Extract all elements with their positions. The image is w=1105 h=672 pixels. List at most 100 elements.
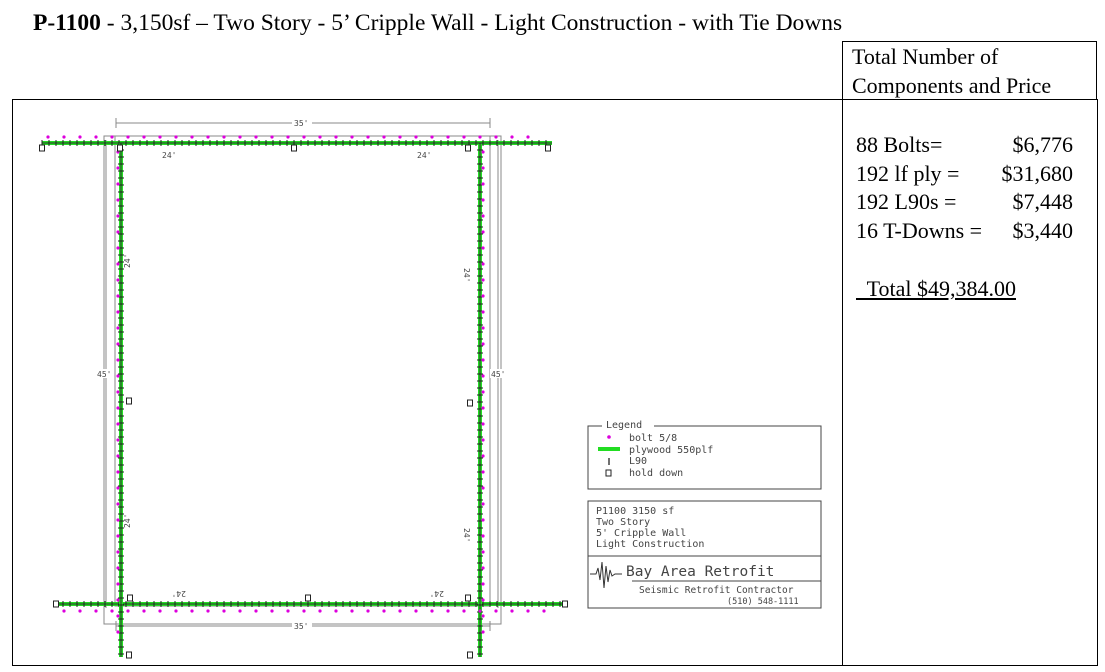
bolt-marker <box>481 342 485 346</box>
bolt-marker <box>116 454 120 458</box>
bolt-marker <box>190 135 194 139</box>
bolt-marker <box>116 326 120 330</box>
bolt-marker <box>116 534 120 538</box>
bolt-marker <box>462 609 466 613</box>
bolt-marker <box>366 609 370 613</box>
bolt-marker <box>494 135 498 139</box>
bolt-marker <box>462 135 466 139</box>
dim-bottom: 35' <box>294 622 308 631</box>
bolt-marker <box>398 135 402 139</box>
column-divider <box>842 99 843 666</box>
summary-heading: Total Number of Components and Price <box>852 42 1051 100</box>
bolt-marker <box>116 246 120 250</box>
bolt-marker <box>116 166 120 170</box>
bolt-marker <box>481 246 485 250</box>
bolt-marker <box>116 342 120 346</box>
dim-top: 35' <box>294 119 308 128</box>
seg-right-upper: 24' <box>462 268 471 282</box>
plan-frame <box>12 99 1098 666</box>
legend-bolt-label: bolt 5/8 <box>629 433 677 444</box>
bolt-marker <box>116 518 120 522</box>
company-subtitle: Seismic Retrofit Contractor <box>639 585 794 596</box>
bolt-marker <box>126 135 130 139</box>
bolt-marker <box>116 614 120 618</box>
bolt-marker <box>116 198 120 202</box>
bolt-marker <box>116 470 120 474</box>
holddown-marker <box>126 651 132 659</box>
bolt-marker <box>414 135 418 139</box>
holddown-marker <box>305 594 311 602</box>
bolt-marker <box>481 182 485 186</box>
bolt-marker <box>382 609 386 613</box>
holddown-layer <box>39 144 568 659</box>
holddown-marker <box>127 594 133 602</box>
bolt-marker <box>110 135 114 139</box>
bolt-marker <box>481 486 485 490</box>
bolt-marker <box>481 518 485 522</box>
bolt-marker <box>158 135 162 139</box>
title-block: P1100 3150 sf Two Story 5' Cripple Wall … <box>587 500 822 609</box>
bolt-marker <box>414 609 418 613</box>
summary-heading-line2: Components and Price <box>852 73 1052 98</box>
holddown-marker <box>467 651 473 659</box>
bolt-marker <box>116 502 120 506</box>
price-row-bolts: 88 Bolts=$6,776 <box>856 132 1073 157</box>
bolt-marker <box>174 135 178 139</box>
bolt-marker <box>94 609 98 613</box>
foundation-plan-drawing: 35' 35' 45' 45' 24' 24' 24' 24' 24' 24' … <box>39 118 822 659</box>
bolt-marker <box>481 582 485 586</box>
holddown-marker <box>562 600 568 608</box>
legend-holddown-label: hold down <box>629 468 683 479</box>
holddown-marker <box>117 144 123 152</box>
bolt-marker <box>116 422 120 426</box>
bolt-marker <box>478 609 482 613</box>
bolt-marker <box>382 135 386 139</box>
bolt-marker <box>481 166 485 170</box>
title-description: - 3,150sf – Two Story - 5’ Cripple Wall … <box>100 10 843 36</box>
price-list: 88 Bolts=$6,776 192 lf ply =$31,680 192 … <box>856 131 1081 245</box>
bolt-marker <box>481 534 485 538</box>
titleblock-line3: 5' Cripple Wall <box>596 528 686 539</box>
bolt-marker <box>481 262 485 266</box>
plan-code: P-1100 <box>33 10 101 36</box>
bolt-marker <box>366 135 370 139</box>
bolt-marker <box>481 230 485 234</box>
holddown-marker <box>467 399 473 407</box>
bolt-marker <box>430 135 434 139</box>
bolt-marker <box>116 406 120 410</box>
bolt-marker <box>481 550 485 554</box>
bolt-marker <box>62 609 66 613</box>
bolt-marker <box>481 294 485 298</box>
legend-title: Legend <box>606 420 642 431</box>
bolt-marker <box>254 135 258 139</box>
bolt-marker <box>116 278 120 282</box>
bolt-marker <box>78 609 82 613</box>
bolt-marker <box>481 566 485 570</box>
titleblock-line4: Light Construction <box>596 539 704 550</box>
bolt-marker <box>116 310 120 314</box>
bolt-marker <box>481 438 485 442</box>
bolt-marker <box>318 135 322 139</box>
bolt-marker <box>481 358 485 362</box>
bolt-marker <box>510 609 514 613</box>
bolt-marker <box>238 135 242 139</box>
company-phone: (510) 548-1111 <box>727 597 799 607</box>
holddown-marker <box>465 594 471 602</box>
bolt-marker <box>481 278 485 282</box>
bolt-marker <box>94 135 98 139</box>
bolt-marker <box>116 566 120 570</box>
bolt-marker <box>481 310 485 314</box>
bolt-marker <box>302 609 306 613</box>
holddown-marker <box>465 144 471 152</box>
seg-top-right: 24' <box>417 151 431 160</box>
bolt-marker <box>481 454 485 458</box>
seismograph-logo-icon <box>590 561 622 589</box>
bolt-marker <box>206 135 210 139</box>
bolt-marker <box>446 135 450 139</box>
bolt-marker <box>116 630 120 634</box>
legend-holddown-icon <box>605 469 612 477</box>
bolt-marker <box>116 358 120 362</box>
bolt-marker <box>398 609 402 613</box>
bolt-marker <box>116 486 120 490</box>
titleblock-line1: P1100 3150 sf <box>596 506 674 517</box>
